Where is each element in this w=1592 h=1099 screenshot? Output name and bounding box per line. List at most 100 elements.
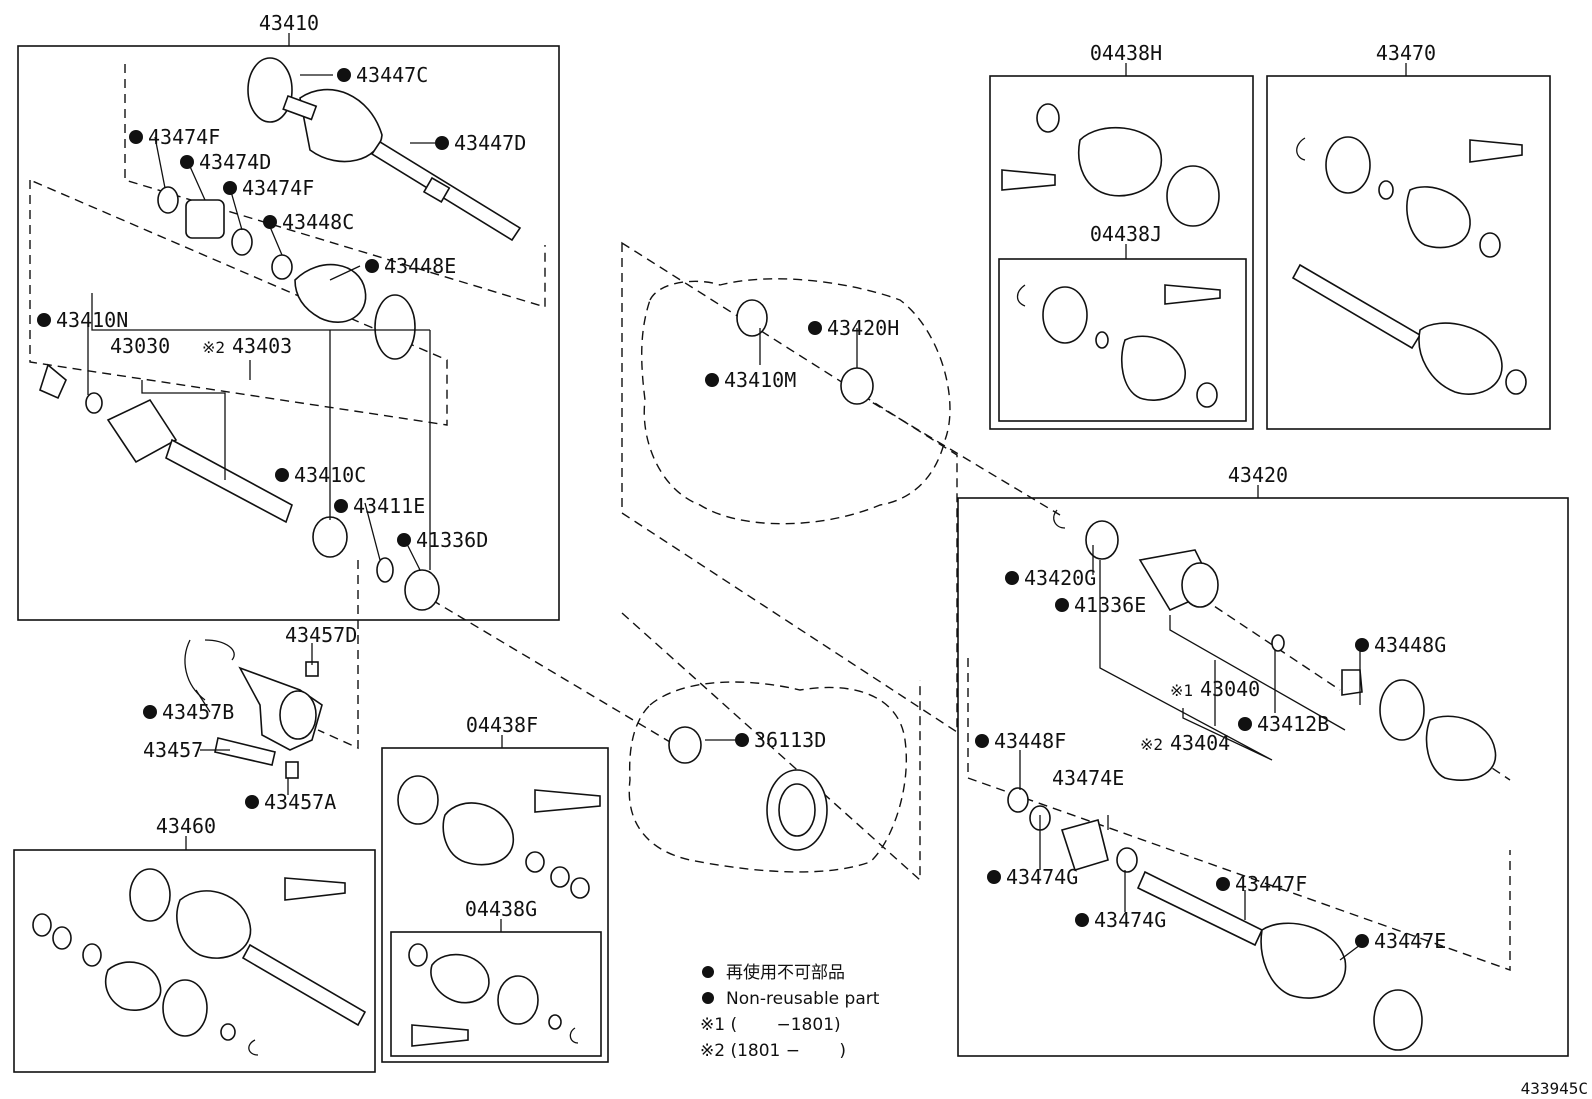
part-label-43448C: 43448C — [282, 210, 354, 234]
dashed-outline-outer-joint — [124, 64, 546, 308]
non-reusable-dot — [705, 373, 719, 387]
part-label-41336E: 41336E — [1074, 593, 1146, 617]
dashed-outline-transaxle-lower — [621, 612, 921, 882]
boot-kit-04438G-drawing — [408, 943, 579, 1047]
non-reusable-dot — [1075, 913, 1089, 927]
inner-joint-43030-drawing — [39, 363, 440, 611]
non-reusable-dot — [987, 870, 1001, 884]
part-label-43410N: 43410N — [56, 308, 128, 332]
group-label-04438F: 04438F — [466, 713, 538, 737]
part-label-43457B: 43457B — [162, 700, 234, 724]
part-label-43448E: 43448E — [384, 254, 456, 278]
legend-non-reusable-en: Non-reusable part — [726, 989, 880, 1009]
part-label-43457: 43457 — [143, 738, 203, 762]
dashed-outline-43420-outer — [967, 658, 1511, 971]
legend-dot-en — [702, 992, 714, 1004]
boot-kit-04438H-drawing — [1001, 103, 1220, 227]
part-label-43447C: 43447C — [356, 63, 428, 87]
transaxle-case-upper-outline — [641, 278, 951, 525]
dashed-outline-bearing-bracket — [317, 560, 359, 750]
part-label-43412B: 43412B — [1257, 712, 1329, 736]
part-label-43030: 43030 — [110, 334, 170, 358]
part-label-43420H: 43420H — [827, 316, 899, 340]
part-label-43447D: 43447D — [454, 131, 526, 155]
group-label-43470: 43470 — [1376, 41, 1436, 65]
part-label-43474E: 43474E — [1052, 766, 1124, 790]
non-reusable-dot — [435, 136, 449, 150]
part-label-43474F: 43474F — [242, 176, 314, 200]
group-label-43420: 43420 — [1228, 463, 1288, 487]
part-label-43474G: 43474G — [1094, 908, 1166, 932]
part-label-43040: 43040 — [1200, 677, 1260, 701]
part-label-43474G: 43474G — [1006, 865, 1078, 889]
non-reusable-dot — [735, 733, 749, 747]
non-reusable-dot — [397, 533, 411, 547]
non-reusable-dot — [1355, 934, 1369, 948]
part-label-43410M: 43410M — [724, 368, 796, 392]
non-reusable-dot — [1238, 717, 1252, 731]
boot-kit-04438J-drawing — [1016, 284, 1221, 408]
non-reusable-dot — [365, 259, 379, 273]
boot-kit-04438F-drawing — [397, 775, 601, 899]
part-label-43474D: 43474D — [199, 150, 271, 174]
frame-43460 — [13, 849, 376, 1073]
part-label-43448G: 43448G — [1374, 633, 1446, 657]
part-label-43403: 43403 — [232, 334, 292, 358]
frame-43470 — [1266, 75, 1551, 430]
non-reusable-dot — [337, 68, 351, 82]
non-reusable-dot — [1355, 638, 1369, 652]
group-label-43460: 43460 — [156, 814, 216, 838]
dashed-outline-transaxle-upper — [621, 241, 958, 734]
non-reusable-dot — [223, 181, 237, 195]
part-label-43404-mark: ※2 — [1140, 735, 1163, 754]
part-label-43420G: 43420G — [1024, 566, 1096, 590]
part-label-36113D: 36113D — [754, 728, 826, 752]
non-reusable-dot — [975, 734, 989, 748]
part-label-43447F: 43447F — [1235, 872, 1307, 896]
non-reusable-dot — [808, 321, 822, 335]
drawing-id: 433945C — [1521, 1079, 1588, 1098]
legend-note-1: ※1 ( −1801) — [700, 1015, 841, 1035]
part-label-43410C: 43410C — [294, 463, 366, 487]
non-reusable-dot — [180, 155, 194, 169]
non-reusable-dot — [245, 795, 259, 809]
clamp-rings-43474-drawing — [157, 186, 416, 360]
non-reusable-dot — [143, 705, 157, 719]
bearing-bracket-43457-drawing — [184, 639, 323, 779]
inner-joint-43040-drawing — [1053, 509, 1497, 781]
outer-joint-43447F-drawing — [1007, 787, 1423, 1051]
non-reusable-dot — [1055, 598, 1069, 612]
outer-joint-43447C-drawing — [247, 57, 522, 242]
group-label-04438H: 04438H — [1090, 41, 1162, 65]
non-reusable-dot — [275, 468, 289, 482]
non-reusable-dot — [1005, 571, 1019, 585]
frame-04438F — [381, 747, 609, 1063]
part-label-43040-mark: ※1 — [1170, 681, 1193, 700]
non-reusable-dot — [129, 130, 143, 144]
frame-43420 — [957, 497, 1569, 1057]
legend-dot-jp — [702, 966, 714, 978]
transaxle-case-lower-outline — [628, 681, 907, 873]
part-label-43447E: 43447E — [1374, 929, 1446, 953]
group-label-43410: 43410 — [259, 11, 319, 35]
part-label-43411E: 43411E — [353, 494, 425, 518]
non-reusable-dot — [334, 499, 348, 513]
part-label-41336D: 41336D — [416, 528, 488, 552]
frame-04438G — [390, 931, 602, 1057]
part-label-43457A: 43457A — [264, 790, 336, 814]
drive-shaft-43470-drawing — [1291, 136, 1527, 395]
group-label-04438J: 04438J — [1090, 222, 1162, 246]
dashed-outline-inner-joint — [29, 179, 448, 426]
group-label-04438G: 04438G — [465, 897, 537, 921]
drive-shaft-43460-drawing — [32, 868, 367, 1056]
part-label-43403-mark: ※2 — [202, 338, 225, 357]
part-label-43448F: 43448F — [994, 729, 1066, 753]
legend-note-2: ※2 (1801 − ) — [700, 1041, 846, 1061]
non-reusable-dot — [263, 215, 277, 229]
part-label-43404: 43404 — [1170, 731, 1230, 755]
non-reusable-dot — [1216, 877, 1230, 891]
part-label-43457D: 43457D — [285, 623, 357, 647]
non-reusable-dot — [37, 313, 51, 327]
frame-04438H — [989, 75, 1254, 430]
